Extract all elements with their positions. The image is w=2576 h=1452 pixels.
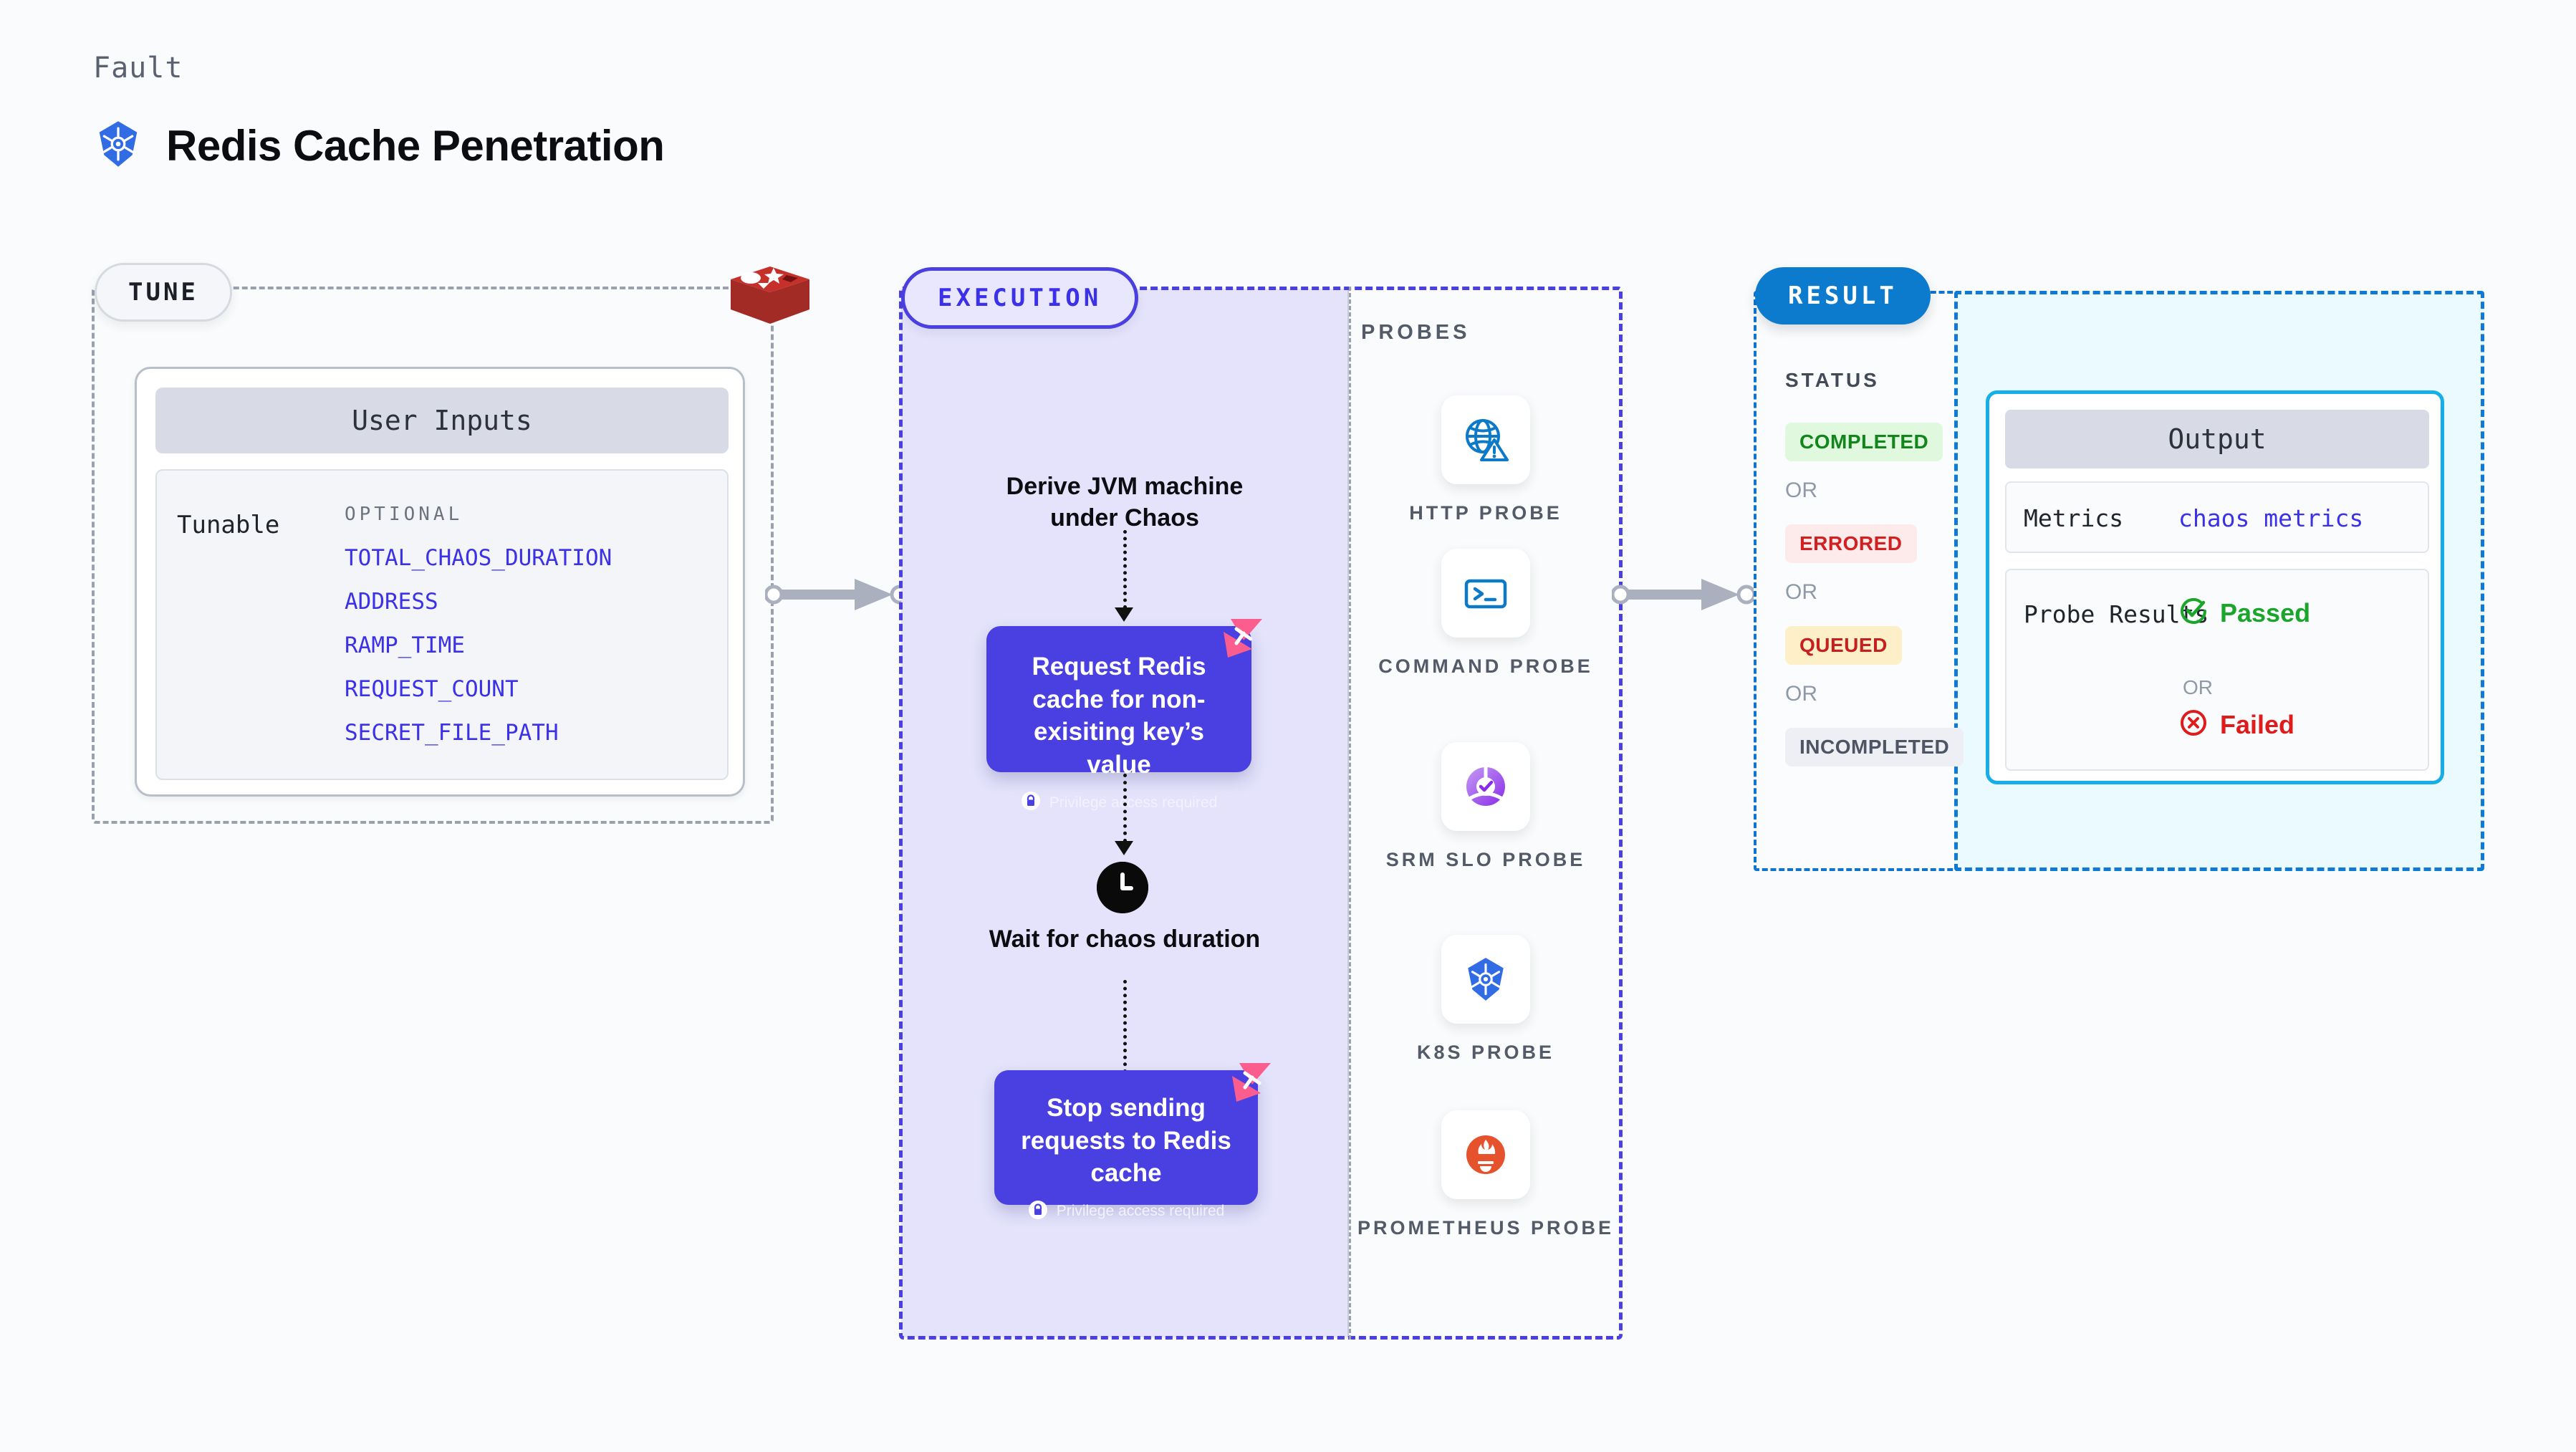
probe-label: K8S PROBE <box>1416 1042 1555 1063</box>
privilege-row: Privilege access required <box>1005 791 1233 814</box>
execution-step-title: Derive JVM machine under Chaos <box>1006 473 1244 532</box>
redis-logo-icon <box>725 259 815 340</box>
output-header: Output <box>2005 410 2429 468</box>
srm-slo-icon <box>1441 742 1530 831</box>
tunable-option[interactable]: SECRET_FILE_PATH <box>345 720 559 746</box>
metrics-label: Metrics <box>2024 504 2124 532</box>
privilege-text: Privilege access required <box>1056 1203 1225 1219</box>
flow-connector-dots <box>1123 980 1127 1073</box>
status-badge: COMPLETED <box>1785 423 1943 461</box>
output-card: Output Metrics chaos metrics Probe Resul… <box>1986 390 2444 784</box>
probes-divider <box>1349 287 1351 1340</box>
user-inputs-body: Tunable OPTIONAL TOTAL_CHAOS_DURATION AD… <box>155 469 729 780</box>
globe-warning-icon <box>1441 395 1530 484</box>
status-or: OR <box>1785 682 1817 706</box>
status-or: OR <box>1785 479 1817 502</box>
flow-connector-dots <box>1123 530 1127 609</box>
execution-pill-label[interactable]: EXECUTION <box>901 267 1139 329</box>
connector-arrow-tune-to-execution <box>764 573 910 616</box>
tune-user-inputs-card: User Inputs Tunable OPTIONAL TOTAL_CHAOS… <box>135 367 745 797</box>
status-or: OR <box>1785 580 1817 604</box>
execution-action-card[interactable]: Request Redis cache for non-exisiting ke… <box>986 626 1251 811</box>
tunable-option[interactable]: RAMP_TIME <box>345 633 465 658</box>
execution-region <box>899 287 1623 1340</box>
privilege-text: Privilege access required <box>1049 794 1218 811</box>
metrics-row: Metrics chaos metrics <box>2005 481 2429 553</box>
kubernetes-icon <box>93 119 143 173</box>
probe-label: PROMETHEUS PROBE <box>1357 1217 1615 1239</box>
probe-results-row: Probe Results Passed OR <box>2005 569 2429 771</box>
x-circle-icon <box>2178 708 2209 741</box>
metrics-value[interactable]: chaos metrics <box>2178 504 2364 532</box>
result-pill-label[interactable]: RESULT <box>1755 267 1931 324</box>
failed-label: Failed <box>2220 709 2295 739</box>
result-status-region <box>1754 291 1961 871</box>
user-inputs-header: User Inputs <box>155 388 729 453</box>
execution-action-card[interactable]: Stop sending requests to Redis cache Pri… <box>994 1070 1258 1219</box>
check-circle-icon <box>2178 596 2209 630</box>
clock-icon <box>1097 862 1148 913</box>
kubernetes-icon <box>1441 935 1530 1024</box>
optional-group: OPTIONAL TOTAL_CHAOS_DURATION ADDRESS RA… <box>345 504 612 764</box>
status-label: STATUS <box>1785 369 1880 391</box>
flow-arrowhead <box>1115 607 1133 622</box>
tunable-option[interactable]: TOTAL_CHAOS_DURATION <box>345 545 612 571</box>
terminal-icon <box>1441 549 1530 638</box>
page-title: Redis Cache Penetration <box>166 122 665 170</box>
probe-item[interactable]: PROMETHEUS PROBE <box>1349 1110 1623 1241</box>
execution-card-title: Stop sending requests to Redis cache <box>1021 1094 1231 1187</box>
litmus-badge-icon <box>1218 616 1268 660</box>
litmus-badge-icon <box>1226 1060 1277 1105</box>
optional-label: OPTIONAL <box>345 504 463 525</box>
page-kicker: Fault <box>93 52 183 85</box>
tunable-option[interactable]: REQUEST_COUNT <box>345 676 519 702</box>
status-badge: QUEUED <box>1785 626 1902 665</box>
execution-card-title: Request Redis cache for non-exisiting ke… <box>1032 653 1206 779</box>
probes-label: PROBES <box>1361 321 1471 344</box>
lock-icon <box>1021 791 1041 814</box>
probe-label: HTTP PROBE <box>1409 502 1562 524</box>
page-title-row: Redis Cache Penetration <box>93 119 665 173</box>
probe-label: SRM SLO PROBE <box>1385 849 1586 870</box>
passed-label: Passed <box>2220 597 2311 628</box>
tunable-label: Tunable <box>177 511 280 539</box>
probe-item[interactable]: HTTP PROBE <box>1349 395 1623 526</box>
connector-arrow-execution-to-result <box>1610 573 1756 616</box>
tunable-option[interactable]: ADDRESS <box>345 589 438 615</box>
tune-pill-label[interactable]: TUNE <box>95 263 232 322</box>
probe-results-label: Probe Results <box>2024 600 2209 628</box>
probe-result-passed: Passed <box>2178 596 2310 630</box>
execution-step-title: Wait for chaos duration <box>989 925 1261 953</box>
status-badge: INCOMPLETED <box>1785 728 1964 766</box>
probe-result-failed: Failed <box>2178 708 2294 741</box>
tune-region <box>92 287 774 824</box>
probe-item[interactable]: COMMAND PROBE <box>1349 549 1623 679</box>
privilege-row: Privilege access required <box>1013 1200 1239 1223</box>
probe-label: COMMAND PROBE <box>1378 655 1593 677</box>
probe-item[interactable]: SRM SLO PROBE <box>1349 742 1623 872</box>
flow-connector-dots <box>1123 774 1127 842</box>
prometheus-icon <box>1441 1110 1530 1199</box>
status-badge: ERRORED <box>1785 524 1917 563</box>
probe-result-or: OR <box>2183 676 2213 698</box>
lock-icon <box>1028 1200 1048 1223</box>
flow-arrowhead <box>1115 841 1133 855</box>
probe-item[interactable]: K8S PROBE <box>1349 935 1623 1065</box>
